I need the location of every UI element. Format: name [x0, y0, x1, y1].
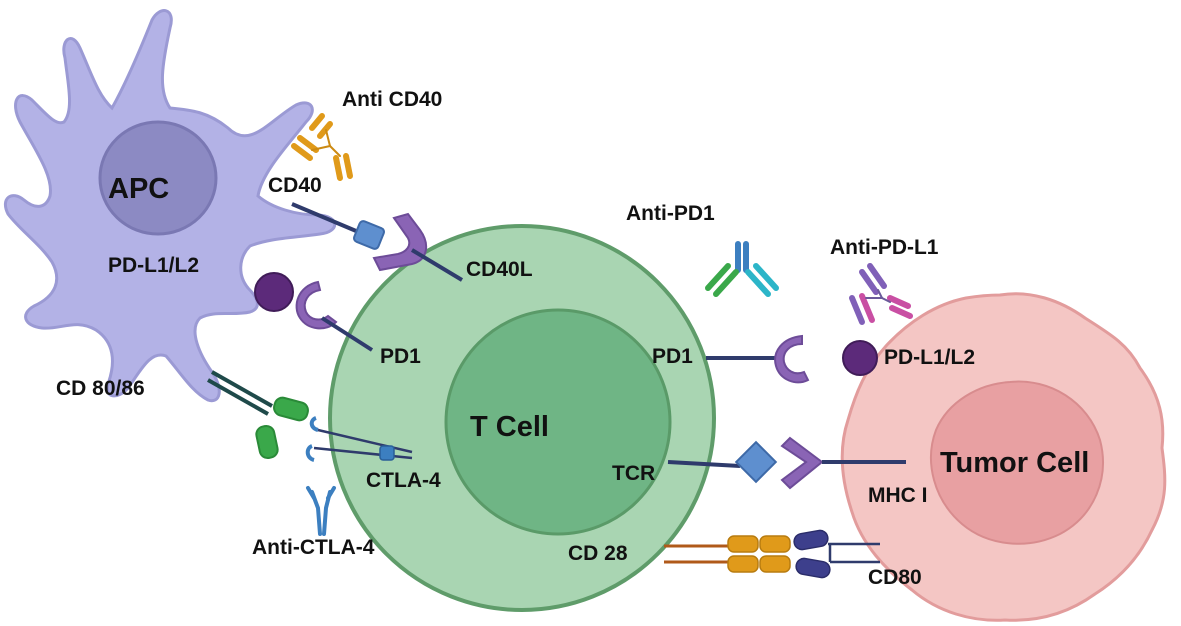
- cd80-stalk-b: [207, 378, 269, 416]
- pd1-right-label: PD1: [652, 345, 693, 368]
- pd-l1-l2-apc-label: PD-L1/L2: [108, 254, 199, 277]
- pd-l1-l2-tumor-label: PD-L1/L2: [884, 346, 975, 369]
- apc-cell: [3, 9, 337, 403]
- anti-pd1-antibody-icon: [705, 241, 779, 297]
- tumor-nucleus: [930, 380, 1104, 545]
- t-cell-label: T Cell: [470, 411, 549, 443]
- anti-pd1-label: Anti-PD1: [626, 202, 715, 225]
- anti-pd-l1-antibody-icon: [849, 263, 913, 325]
- cd28-domain-2: [759, 535, 791, 553]
- cd80-stalk-a: [211, 370, 273, 408]
- ctla4-arm-2: [305, 444, 315, 462]
- anti-ctla4-antibody-icon: [306, 486, 336, 536]
- cd40-receptor: [353, 220, 385, 250]
- tcr-label: TCR: [612, 462, 655, 485]
- ctla4-arm-1: [309, 416, 319, 432]
- ctla4-stalk-a: [317, 428, 413, 454]
- cd40-label: CD40: [268, 174, 322, 197]
- ctla4-core: [379, 445, 395, 461]
- cd40l-label: CD40L: [466, 258, 533, 281]
- cd40l-stalk: [410, 248, 464, 282]
- tcr-mhc-interaction: [667, 436, 906, 490]
- cd28-label: CD 28: [568, 542, 628, 565]
- t-cell: [328, 224, 716, 612]
- tumor-pd-l1-ball-icon: [842, 340, 878, 376]
- apc-label: APC: [108, 173, 169, 205]
- cd40l-ligand: [372, 212, 428, 272]
- pd1-receptor-left-icon: [295, 280, 338, 330]
- cd80-86-label: CD 80/86: [56, 377, 145, 400]
- cd40-stalk: [291, 202, 369, 238]
- cd40-cd40l-interaction: [291, 202, 464, 282]
- cd80-domain-1: [273, 396, 309, 422]
- tumor-cell-label: Tumor Cell: [940, 447, 1089, 479]
- cd80-domain-2: [255, 424, 279, 460]
- cd80-label: CD80: [868, 566, 922, 589]
- cd28-domain-4: [759, 555, 791, 573]
- cd28-cd80-interaction: [664, 529, 880, 579]
- anti-cd40-antibody-icon: [291, 113, 353, 181]
- mhc-receptor-icon: [780, 436, 824, 490]
- cd80-tumor-domain-2: [795, 557, 831, 579]
- pd1-left-stalk: [320, 316, 374, 352]
- anti-ctla4-label: Anti-CTLA-4: [252, 536, 375, 559]
- anti-pd-l1-label: Anti-PD-L1: [830, 236, 939, 259]
- ctla4-label: CTLA-4: [366, 469, 441, 492]
- apc-nucleus: [98, 120, 218, 236]
- tumor-pd-l1-pd1-interaction: [706, 334, 878, 384]
- ctla4-stalk-b: [313, 446, 413, 460]
- apc-pd-l1-pd1-interaction: [254, 272, 374, 352]
- cd28-domain-1: [727, 535, 759, 553]
- cd28-domain-3: [727, 555, 759, 573]
- apc-pd-l1-ball-icon: [254, 272, 294, 312]
- tumor-cell: [840, 292, 1167, 622]
- pd1-left-label: PD1: [380, 345, 421, 368]
- mhc-i-label: MHC I: [868, 484, 928, 507]
- t-cell-inner: [444, 308, 672, 536]
- pd1-receptor-right-icon: [774, 334, 810, 384]
- tcr-diamond-icon: [734, 440, 778, 484]
- anti-cd40-label: Anti CD40: [342, 88, 442, 111]
- cd80-tumor-domain-1: [793, 529, 829, 551]
- tcr-stalk: [667, 460, 741, 468]
- cd80-ctla4-interaction: [207, 370, 413, 462]
